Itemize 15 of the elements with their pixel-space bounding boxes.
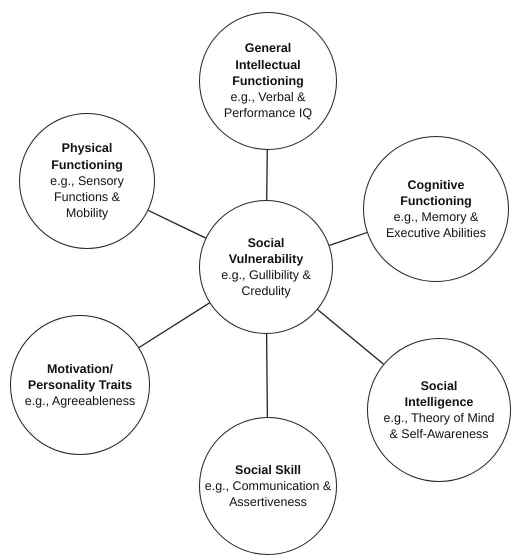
connector-line [329, 232, 368, 246]
node-examples: e.g., Sensory Functions & Mobility [49, 172, 125, 222]
connector-line [138, 302, 210, 348]
node-examples: e.g., Agreeableness [24, 393, 136, 410]
node-heading: Social Skill [234, 462, 301, 478]
node-examples: e.g., Theory of Mind & Self-Awareness [382, 410, 496, 442]
node-heading: Social Intelligence [404, 378, 474, 410]
node-examples: e.g., Gullibility & Credulity [220, 267, 312, 300]
node-examples: e.g., Communication & Assertiveness [204, 478, 332, 510]
connector-line [317, 309, 384, 365]
connector-line [266, 150, 268, 200]
connector-line [266, 334, 268, 418]
node-examples: e.g., Memory & Executive Abilities [384, 209, 488, 242]
connector-line [148, 210, 206, 239]
node-examples: e.g., Verbal & Performance IQ [222, 89, 314, 122]
